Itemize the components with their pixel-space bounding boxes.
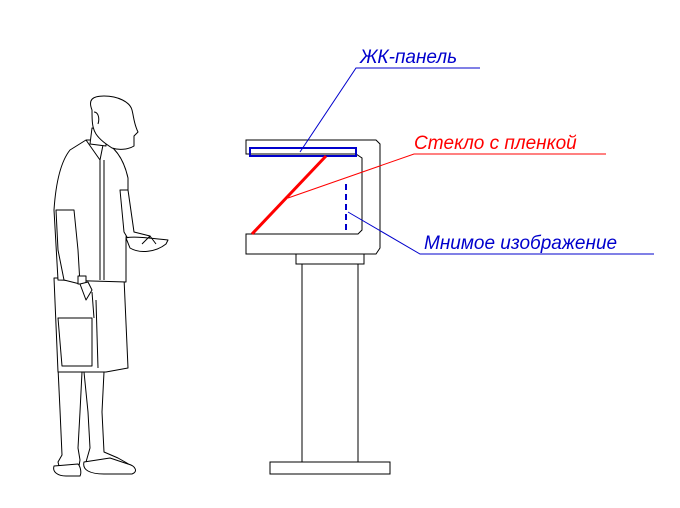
person-sandal [53, 463, 82, 477]
label-lcd-panel: ЖК-панель [359, 47, 457, 68]
kiosk-top [245, 139, 381, 255]
kiosk-base [269, 461, 391, 475]
kiosk-pedestal [301, 263, 359, 463]
leader-line [287, 153, 606, 199]
leader-line [299, 67, 480, 153]
glass-with-film [250, 154, 328, 236]
kiosk-cabinet [245, 139, 391, 475]
handheld-device-icon [125, 236, 169, 252]
kiosk-pedestal-cap [295, 253, 365, 265]
callout-virtual-image: Мнимое изображение [347, 211, 654, 255]
person-legs [57, 367, 83, 473]
callout-glass-with-film: Стекло с пленкой [287, 133, 606, 199]
person-figure [53, 95, 169, 477]
leader-line [347, 211, 654, 255]
callout-lcd-panel: ЖК-панель [299, 47, 480, 153]
person-sandal [83, 457, 136, 475]
person-head [90, 95, 139, 150]
label-virtual-image: Мнимое изображение [424, 233, 617, 254]
lcd-panel [249, 147, 357, 157]
person-pocket [57, 317, 93, 367]
label-glass-with-film: Стекло с пленкой [414, 133, 577, 154]
